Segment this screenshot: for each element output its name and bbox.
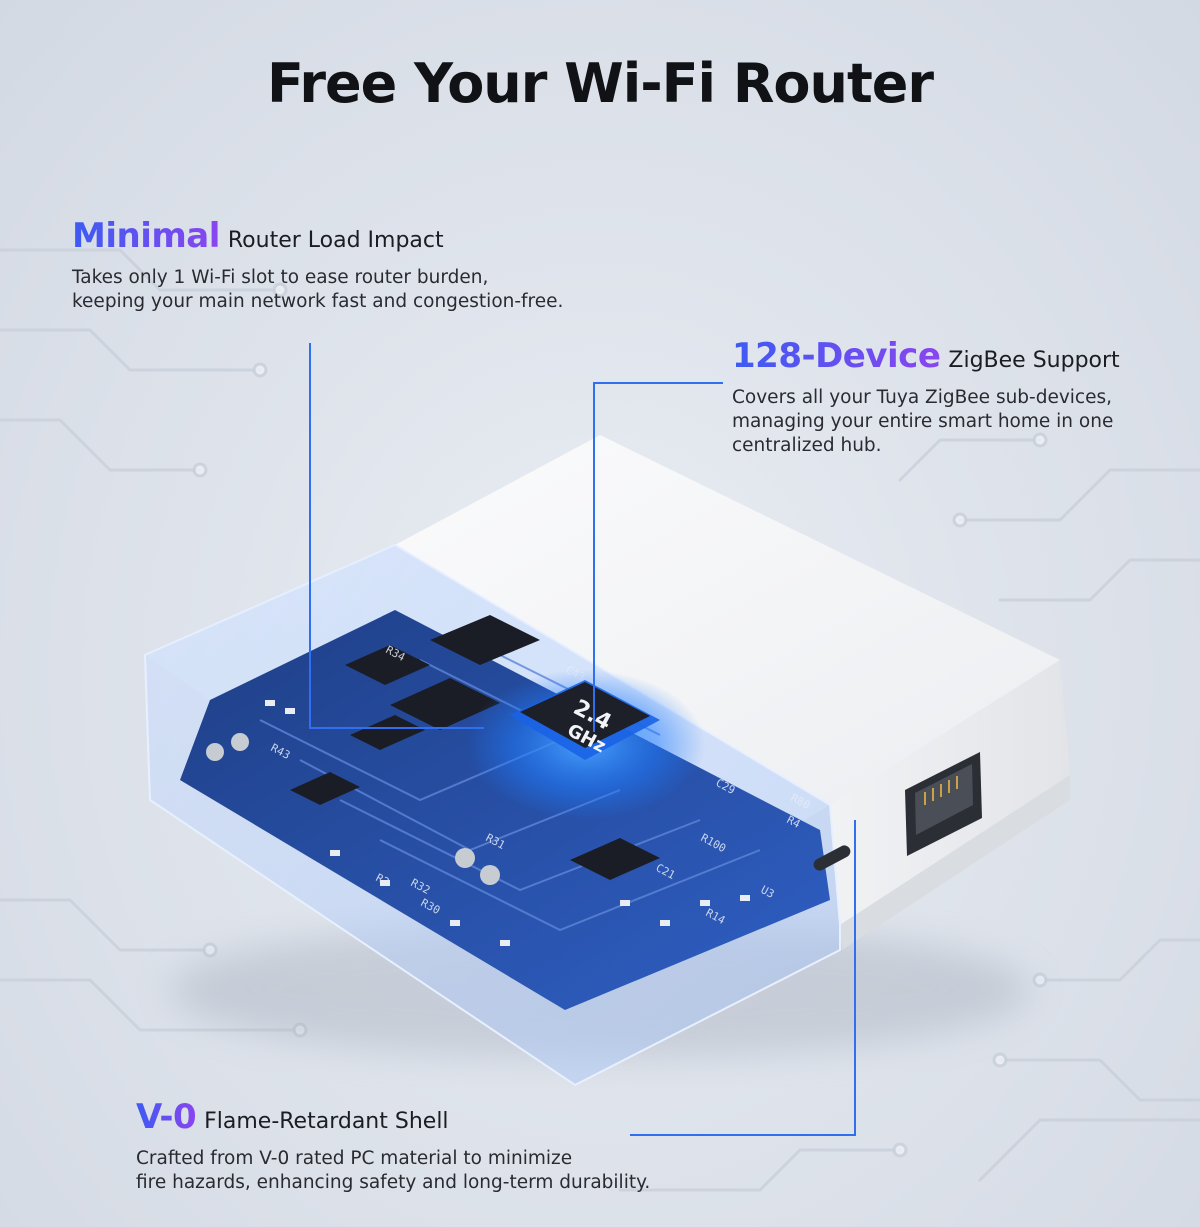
zigbee-chip	[520, 682, 650, 748]
leader-line-device-horizontal	[593, 382, 723, 384]
pcb-label: R2	[374, 871, 392, 889]
leader-line-minimal-vertical	[309, 343, 311, 729]
feature-label: Router Load Impact	[227, 228, 444, 253]
feature-accent: Minimal	[72, 216, 220, 256]
pcb-label: R4	[785, 813, 803, 831]
feature-description-line: fire hazards, enhancing safety and long-…	[136, 1172, 651, 1193]
page-title: Free Your Wi-Fi Router	[266, 52, 934, 115]
feature-description: Takes only 1 Wi-Fi slot to ease router b…	[72, 266, 563, 314]
feature-description-line: Takes only 1 Wi-Fi slot to ease router b…	[72, 267, 489, 288]
feature-description-line: Covers all your Tuya ZigBee sub-devices,	[732, 387, 1113, 408]
feature-label: Flame-Retardant Shell	[204, 1109, 449, 1134]
feature-description: Crafted from V-0 rated PC material to mi…	[136, 1147, 650, 1195]
leader-line-shell-vertical	[854, 820, 856, 1136]
feature-128-device-zigbee: 128-Device ZigBee Support Covers all you…	[732, 336, 1120, 458]
pcb-label: U3	[759, 883, 777, 901]
feature-description-line: Crafted from V-0 rated PC material to mi…	[136, 1148, 573, 1169]
feature-label: ZigBee Support	[948, 348, 1120, 373]
leader-line-shell-horizontal	[630, 1134, 856, 1136]
circuit-board	[180, 610, 830, 1010]
usb-c-port-icon	[813, 845, 851, 871]
feature-accent: 128-Device	[732, 336, 941, 376]
feature-description-line: managing your entire smart home in one	[732, 411, 1114, 432]
shell-top-face	[395, 435, 1060, 805]
feature-accent: V-0	[136, 1097, 197, 1137]
feature-heading: V-0 Flame-Retardant Shell	[136, 1097, 650, 1137]
feature-description-line: keeping your main network fast and conge…	[72, 291, 564, 312]
feature-heading: 128-Device ZigBee Support	[732, 336, 1120, 376]
feature-heading: Minimal Router Load Impact	[72, 216, 563, 256]
leader-line-minimal-horizontal	[309, 727, 484, 729]
feature-v0-flame-retardant: V-0 Flame-Retardant Shell Crafted from V…	[136, 1097, 650, 1195]
leader-line-device-vertical	[593, 382, 595, 732]
feature-minimal-router-load: Minimal Router Load Impact Takes only 1 …	[72, 216, 563, 314]
feature-description-line: centralized hub.	[732, 435, 882, 456]
ethernet-port-icon	[905, 752, 982, 856]
feature-description: Covers all your Tuya ZigBee sub-devices,…	[732, 386, 1120, 458]
